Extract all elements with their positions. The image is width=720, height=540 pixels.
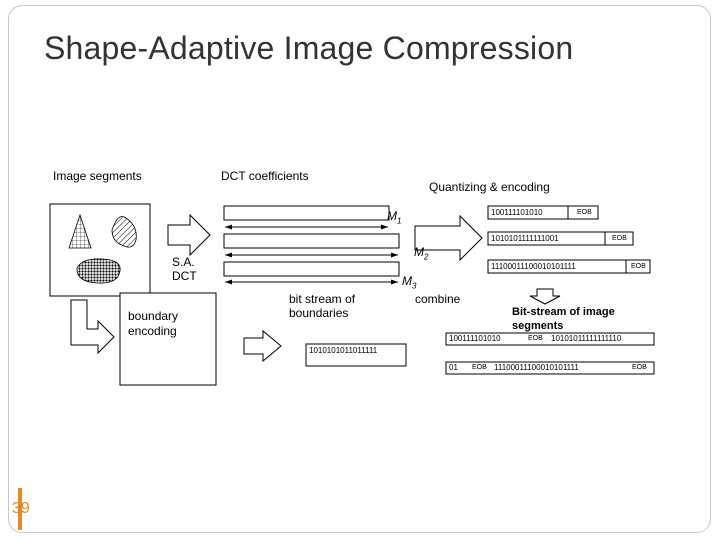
hatched-segment bbox=[111, 216, 137, 248]
bitstream-boundaries-line1: bit stream of bbox=[289, 292, 356, 306]
sadct-label-line1: S.A. bbox=[172, 255, 195, 269]
dotted-segment bbox=[76, 258, 121, 284]
combined2-bits: 01 bbox=[449, 363, 458, 372]
sadct-arrow bbox=[167, 213, 211, 257]
boundary-encoding-box bbox=[119, 292, 217, 386]
combined1-bits2: 10101011111111110 bbox=[551, 334, 622, 343]
boundary-encoding-line1: boundary bbox=[128, 309, 179, 323]
bitstream-boundaries-line2: boundaries bbox=[289, 306, 349, 320]
bitstream-segments-line1: Bit-stream of image bbox=[512, 306, 615, 318]
boundary-bits: 1010101011011111 bbox=[309, 346, 378, 355]
matrix-m3-label: M3 bbox=[402, 274, 417, 291]
boundary-encoding-line2: encoding bbox=[128, 324, 177, 338]
image-segments-box bbox=[49, 203, 151, 297]
row1-eob: EOB bbox=[577, 209, 592, 216]
row1-bits: 100111101010 bbox=[491, 208, 543, 217]
image-segments-label: Image segments bbox=[53, 169, 142, 183]
dct-coefficient-rows bbox=[223, 205, 400, 285]
combined1-eob: EOB bbox=[528, 335, 543, 342]
page-number-rail bbox=[18, 488, 22, 530]
quantize-arrow bbox=[414, 214, 483, 262]
combined2-eob2: EOB bbox=[632, 364, 647, 371]
row3-eob: EOB bbox=[631, 263, 646, 270]
row2-eob: EOB bbox=[612, 235, 627, 242]
boundary-arrow bbox=[70, 299, 115, 355]
combined1-bits: 100111101010 bbox=[449, 334, 501, 343]
combined-bitstream bbox=[445, 332, 655, 375]
bitstream-segments-line2: segments bbox=[512, 320, 564, 332]
slide-title: Shape-Adaptive Image Compression bbox=[44, 30, 574, 66]
sadct-label-line2: DCT bbox=[172, 269, 197, 283]
encoded-bitstreams bbox=[487, 205, 651, 274]
combined2-eob: EOB bbox=[472, 364, 487, 371]
combine-label: combine bbox=[415, 292, 461, 306]
triangle-segment bbox=[68, 213, 92, 249]
combined2-bits2: 11100011100010101111 bbox=[494, 363, 579, 372]
quantizing-encoding-label: Quantizing & encoding bbox=[429, 180, 550, 194]
row3-bits: 11100011100010101111 bbox=[491, 262, 576, 271]
boundary-bitstream-arrow bbox=[243, 329, 282, 363]
boundary-bitstream-box bbox=[305, 343, 407, 367]
matrix-m1-label: M1 bbox=[387, 209, 402, 226]
matrix-m2-label: M2 bbox=[414, 245, 429, 262]
dct-coefficients-label: DCT coefficients bbox=[221, 169, 309, 183]
row2-bits: 1010101111111001 bbox=[491, 234, 559, 243]
page-number: 39 bbox=[12, 500, 30, 517]
combine-arrow bbox=[529, 288, 561, 305]
